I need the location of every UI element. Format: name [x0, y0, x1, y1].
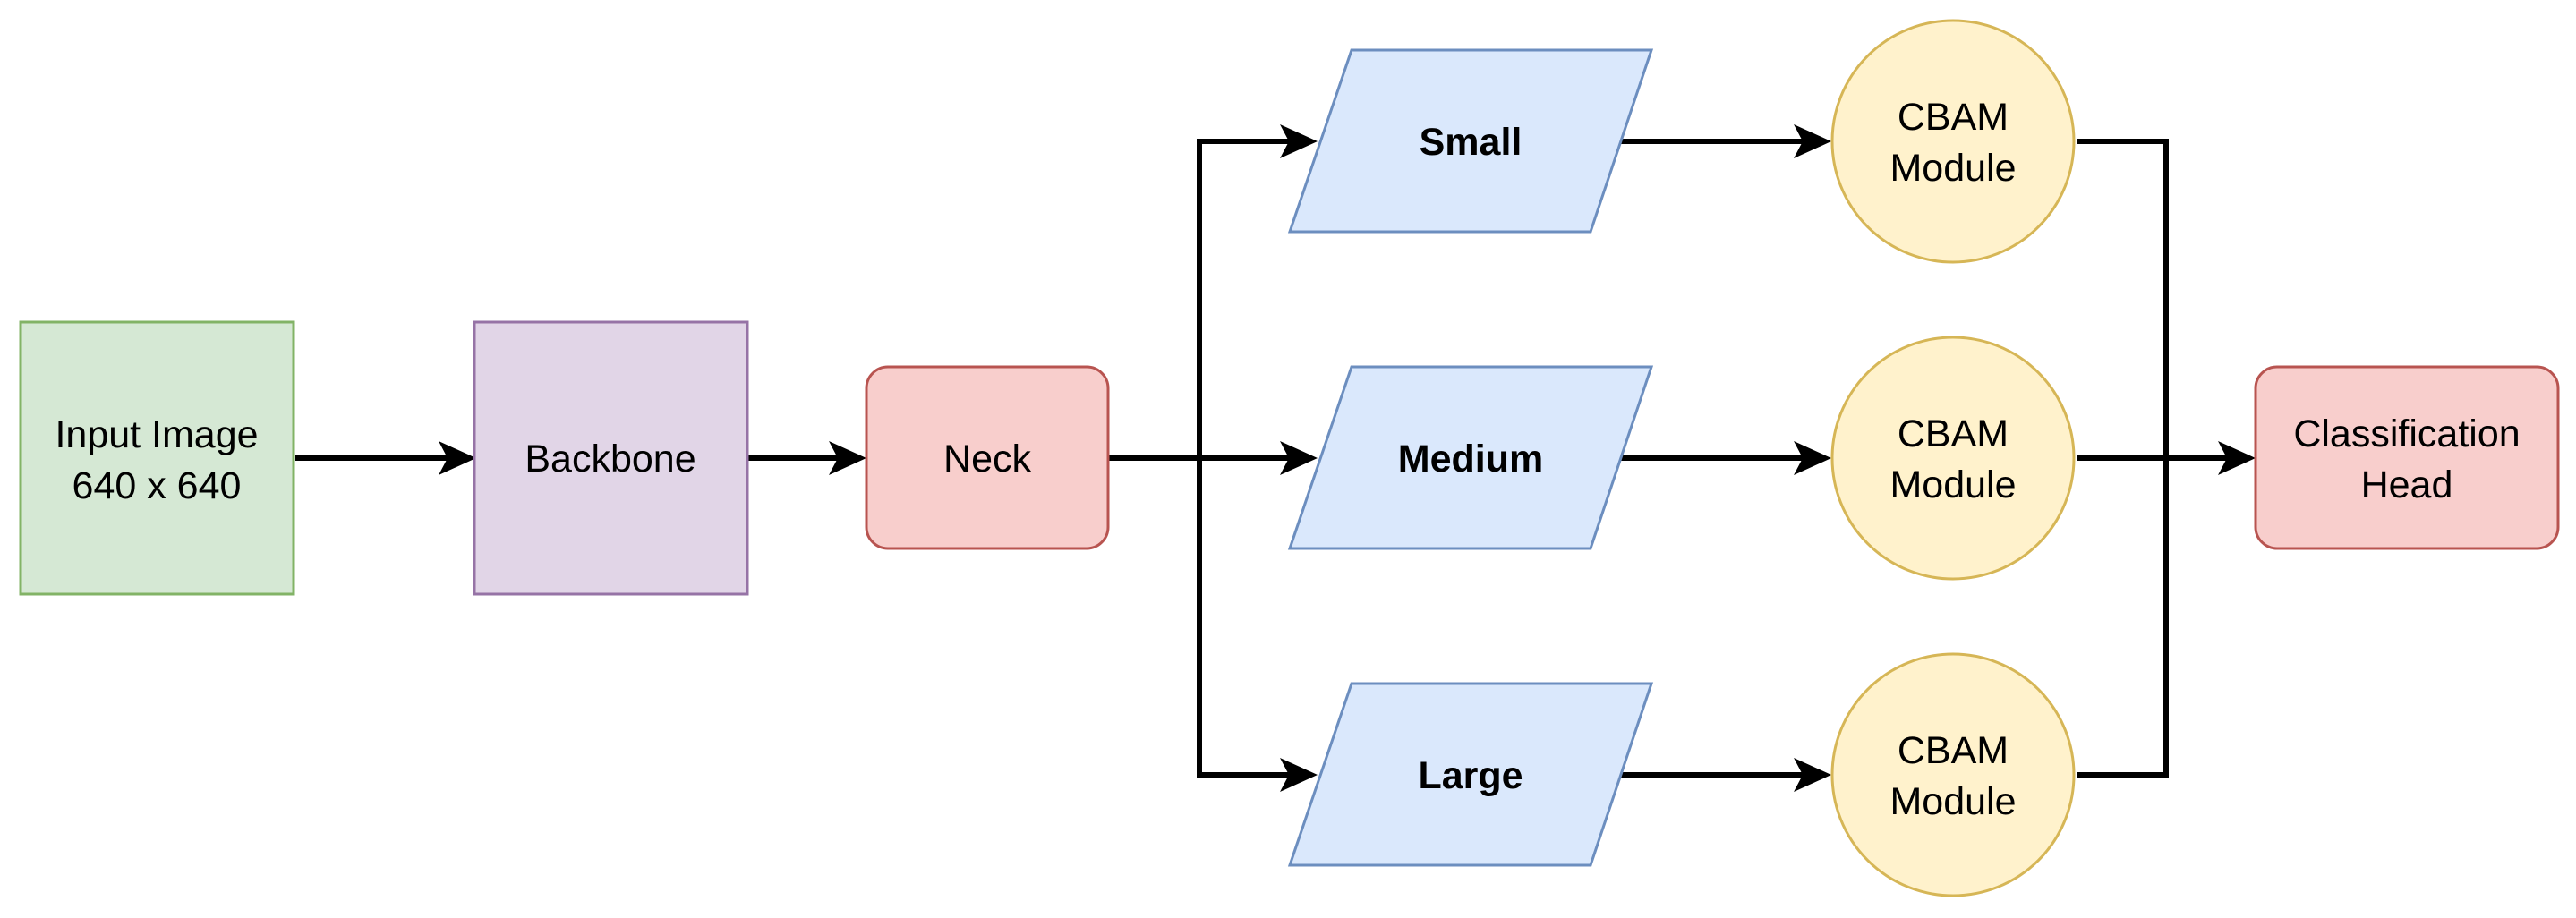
cbam-circle-3 [1830, 652, 2076, 897]
input-image-label-line2: 640 x 640 [73, 464, 242, 507]
cbam-2-label-line1: CBAM [1898, 412, 2009, 455]
arrowhead-cbam-1 [1794, 124, 1831, 158]
arrowhead-head [2218, 441, 2256, 475]
cbam-circle-1 [1830, 19, 2076, 264]
neck-box [865, 365, 1110, 550]
input-image-label-line1: Input Image [55, 413, 258, 456]
cbam-3-label-line2: Module [1889, 780, 2016, 823]
connectors [295, 124, 2256, 792]
scale-large-label: Large [1418, 754, 1523, 797]
scale-node-large: Large [1287, 682, 1654, 867]
classification-head-label-line2: Head [2361, 463, 2453, 506]
edge-cbam3-merge [2077, 458, 2169, 778]
scale-medium-label: Medium [1398, 438, 1543, 480]
arrowhead-backbone [439, 441, 476, 475]
scale-node-medium: Medium [1287, 365, 1654, 550]
scale-large-shape [1287, 682, 1654, 867]
input-image-box [19, 320, 295, 596]
arrowhead-small [1280, 124, 1318, 158]
arrowhead-cbam-2 [1794, 441, 1831, 475]
arrowhead-large [1280, 758, 1318, 792]
neck-node: Neck [865, 365, 1110, 550]
edge-neck-to-large [1197, 458, 1300, 778]
classification-head-label-line1: Classification [2293, 412, 2520, 455]
arrowhead-medium [1280, 441, 1318, 475]
arrowhead-neck [829, 441, 866, 475]
backbone-box [473, 320, 749, 596]
cbam-node-1: CBAM Module [1830, 19, 2076, 264]
input-image-node: Input Image 640 x 640 [19, 320, 295, 596]
cbam-circle-2 [1830, 336, 2076, 581]
edge-cbam1-merge [2077, 139, 2169, 458]
scale-medium-shape [1287, 365, 1654, 550]
backbone-label: Backbone [525, 438, 695, 480]
scale-node-small: Small [1287, 48, 1654, 234]
cbam-1-label-line1: CBAM [1898, 96, 2009, 139]
backbone-node: Backbone [473, 320, 749, 596]
scale-small-label: Small [1420, 121, 1523, 164]
cbam-3-label-line1: CBAM [1898, 729, 2009, 772]
cbam-node-2: CBAM Module [1830, 336, 2076, 581]
cbam-2-label-line2: Module [1889, 463, 2016, 506]
cbam-node-3: CBAM Module [1830, 652, 2076, 897]
classification-head-node: Classification Head [2254, 365, 2560, 550]
cbam-1-label-line2: Module [1889, 147, 2016, 190]
scale-small-shape [1287, 48, 1654, 234]
classification-head-box [2254, 365, 2560, 550]
arrowhead-cbam-3 [1794, 758, 1831, 792]
neck-label: Neck [943, 438, 1031, 480]
edge-neck-to-small [1197, 139, 1300, 458]
